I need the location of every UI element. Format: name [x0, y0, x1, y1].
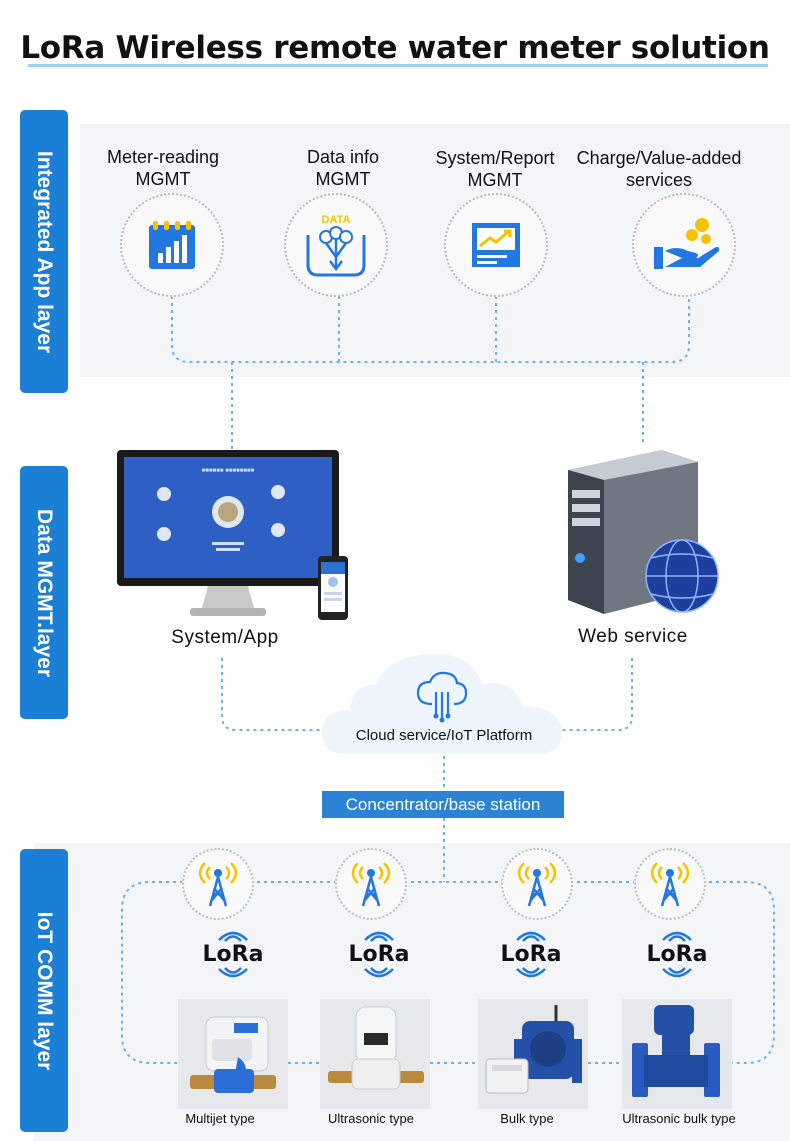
ultrasonic-bulk-meter-image	[632, 1005, 720, 1097]
layer-bar-app: Integrated App layer	[20, 110, 68, 393]
antenna-icon	[517, 862, 557, 907]
antenna-circle-4	[634, 848, 706, 920]
wireless-waves-icon	[364, 967, 394, 978]
service-circle-data-info[interactable]: DATA	[284, 193, 388, 297]
device-label-multijet: Multijet type	[185, 1111, 255, 1126]
service-line1: Charge/Value-added	[576, 148, 742, 168]
antenna-icon	[351, 862, 391, 907]
service-line2: services	[625, 170, 692, 190]
lora-signal-4: LoRa	[627, 926, 727, 983]
service-circle-system-report[interactable]	[444, 193, 548, 297]
layer-bar-comm: IoT COMM layer	[20, 849, 68, 1132]
lora-signal-3: LoRa	[481, 926, 581, 983]
svg-text:■■■■■■ ■■■■■■■■: ■■■■■■ ■■■■■■■■	[202, 468, 255, 474]
layer-bar-data: Data MGMT.layer	[20, 466, 68, 719]
wireless-waves-icon	[218, 931, 248, 942]
antenna-icon	[198, 862, 238, 907]
device-label-ultrasonic-bulk: Ultrasonic bulk type	[622, 1111, 736, 1126]
multijet-meter-image	[190, 1016, 276, 1093]
coins-hand-icon	[654, 218, 720, 269]
data-flow-icon: DATA	[306, 214, 366, 277]
device-bulk-meter	[478, 999, 588, 1109]
service-line1: Data info	[306, 147, 380, 167]
title-underline	[28, 64, 768, 67]
concentrator-label: Concentrator/base station	[322, 791, 564, 818]
service-circle-meter-reading[interactable]	[120, 193, 224, 297]
system-app-label: System/App	[171, 627, 279, 648]
service-label-data-info: Data info MGMT	[258, 146, 428, 190]
antenna-circle-2	[335, 848, 407, 920]
service-label-charge: Charge/Value-added services	[574, 147, 744, 191]
service-label-system-report: System/Report MGMT	[410, 147, 580, 191]
service-line2: MGMT	[467, 170, 523, 190]
web-service-label: Web service	[578, 626, 688, 647]
wireless-waves-icon	[662, 967, 692, 978]
antenna-icon	[650, 862, 690, 907]
service-line2: MGMT	[135, 169, 191, 189]
service-line1: Meter-reading	[106, 147, 220, 167]
lora-text: LoRa	[500, 942, 562, 967]
wireless-waves-icon	[516, 967, 546, 978]
device-label-ultrasonic: Ultrasonic type	[328, 1111, 414, 1126]
monitor-image: ■■■■■■ ■■■■■■■■	[117, 450, 348, 620]
server-image	[568, 450, 719, 614]
antenna-circle-1	[182, 848, 254, 920]
lora-signal-2: LoRa	[329, 926, 429, 983]
page-title: LoRa Wireless remote water meter solutio…	[20, 30, 770, 66]
ultrasonic-meter-image	[328, 1006, 424, 1090]
calendar-chart-icon	[149, 221, 195, 269]
lora-text: LoRa	[202, 942, 264, 967]
antenna-circle-3	[501, 848, 573, 920]
wireless-waves-icon	[364, 931, 394, 942]
device-label-bulk: Bulk type	[500, 1111, 554, 1126]
report-chart-icon	[472, 223, 520, 267]
service-line2: MGMT	[315, 169, 371, 189]
wireless-waves-icon	[662, 931, 692, 942]
lora-signal-1: LoRa	[183, 926, 283, 983]
device-ultrasonic-meter	[320, 999, 430, 1109]
data-badge: DATA	[322, 214, 351, 226]
cloud-label: Cloud service/IoT Platform	[355, 727, 533, 744]
wireless-waves-icon	[516, 931, 546, 942]
device-multijet-meter	[178, 999, 288, 1109]
lora-text: LoRa	[646, 942, 708, 967]
service-line1: System/Report	[435, 148, 555, 168]
wireless-waves-icon	[218, 967, 248, 978]
bulk-meter-image	[485, 1005, 582, 1094]
cloud-shape	[321, 653, 563, 754]
service-label-meter-reading: Meter-reading MGMT	[78, 146, 248, 190]
device-ultrasonic-bulk-meter	[622, 999, 732, 1109]
service-circle-charge[interactable]	[632, 193, 736, 297]
lora-text: LoRa	[348, 942, 410, 967]
